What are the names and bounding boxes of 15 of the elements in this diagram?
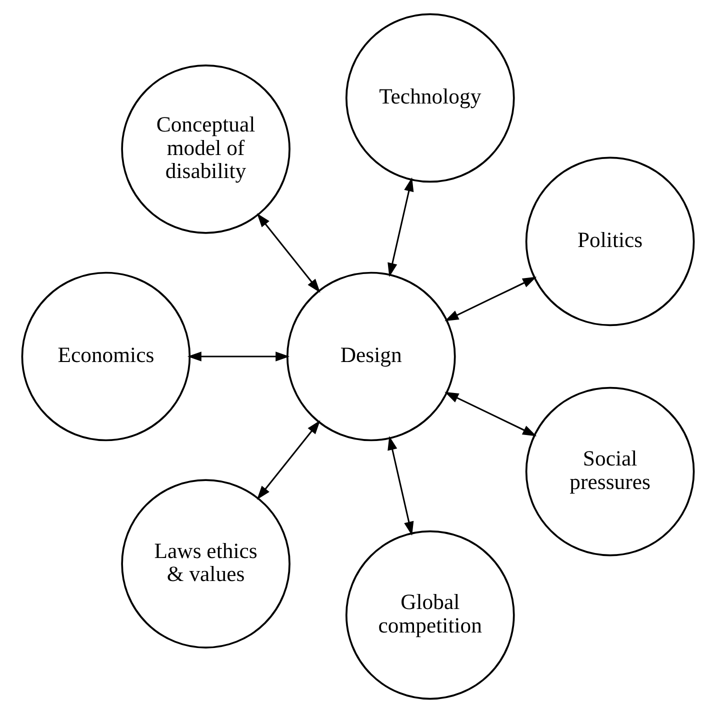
arrow xyxy=(256,420,320,500)
node-circle: Economics xyxy=(21,272,191,442)
arrow xyxy=(256,213,320,293)
arrow xyxy=(187,352,290,362)
node-circle: Technology xyxy=(345,13,515,183)
node-circle: Conceptual model of disability xyxy=(121,64,290,234)
node-circle: Global competition xyxy=(345,530,515,700)
arrow xyxy=(388,436,414,536)
node-circle: Social pressures xyxy=(525,386,695,556)
node-circle: Laws ethics & values xyxy=(121,479,290,648)
arrow xyxy=(388,177,414,277)
node-circle: Politics xyxy=(525,156,695,326)
node-circle: Design xyxy=(286,272,456,442)
arrow xyxy=(444,276,537,322)
arrow xyxy=(444,392,537,436)
